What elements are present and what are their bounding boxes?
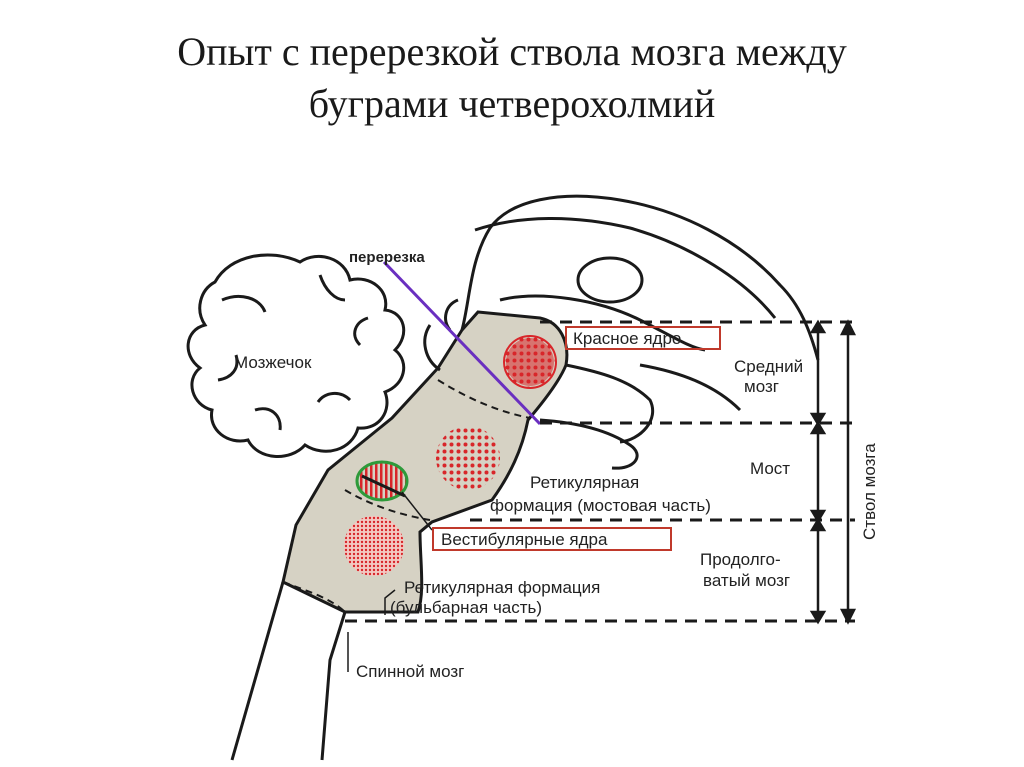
medulla-label-2: ватый мозг [703,571,790,590]
reticular-bulbar-label-2: (бульбарная часть) [390,598,542,617]
title-line-1: Опыт с перерезкой ствола мозга между [177,29,847,74]
reticular-bulbar-label-1: Ретикулярная формация [404,578,600,597]
slide-title: Опыт с перерезкой ствола мозга между буг… [0,26,1024,130]
brainstem-label: Ствол мозга [860,443,879,540]
leader-lines [347,491,433,672]
spinal-cord [230,581,347,761]
cerebellum [186,253,406,458]
midbrain-label-2: мозг [744,377,779,396]
spinal-cord-label: Спинной мозг [356,662,464,681]
reticular-pons-label-2: формация (мостовая часть) [490,496,711,515]
pons-label: Мост [750,459,790,478]
midbrain-label-1: Средний [734,357,803,376]
cut-line [382,260,542,426]
title-line-2: буграми четверохолмий [308,81,716,126]
red-nucleus-box [565,326,721,350]
red-nucleus-label: Красное ядро [573,329,681,348]
level-lines [345,320,855,623]
vestibular-box [432,527,672,551]
reticular-pons-marker [436,426,500,490]
medulla-label-1: Продолго- [700,550,781,569]
cerebellum-label: Мозжечок [234,353,312,372]
reticular-pons-label-1: Ретикулярная [530,473,639,492]
vestibular-label: Вестибулярные ядра [441,530,608,549]
cut-label: перерезка [349,249,425,266]
section-brackets [809,319,857,625]
internal-boundaries [282,379,531,613]
